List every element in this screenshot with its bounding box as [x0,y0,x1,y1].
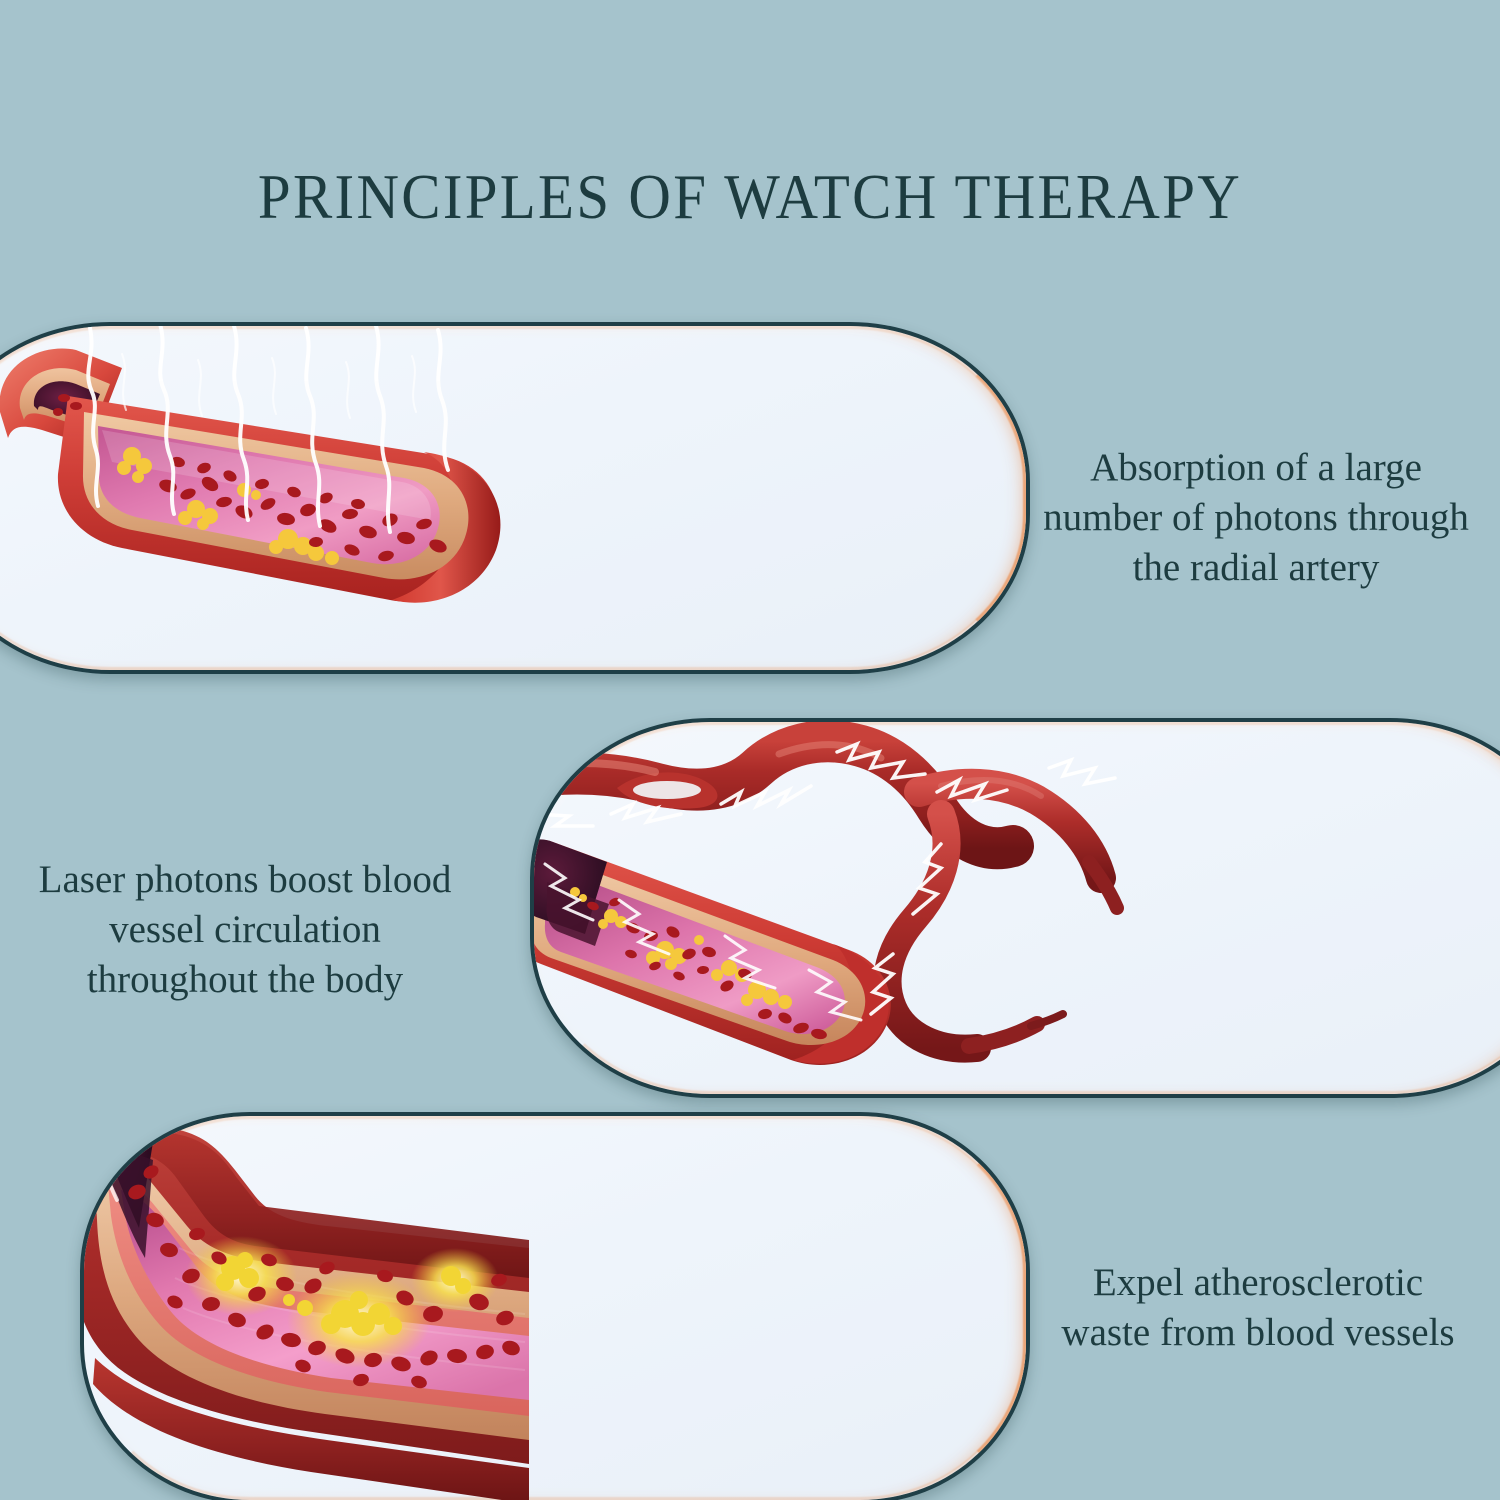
card-rim-accent-1 [0,326,1026,670]
card-inner-glow-2 [534,722,1500,1094]
step-card-3: 3 DISSOLVE AND DISCHARGE [80,1112,1030,1500]
step-card-1: 1 ABSORB PHOTONS [0,322,1030,674]
card-rim-accent-2 [534,722,1500,1094]
card-inner-glow-3 [84,1116,1026,1500]
step-card-2: 2 CIRCULATING BLOOD VESSELS [530,718,1500,1098]
illustration-branching-artery [534,722,1169,1094]
illustration-bent-vessel-plaque [84,1116,619,1500]
illustration-artery-cross-section [0,326,532,670]
step-caption-3: Expel atherosclerotic waste from blood v… [1061,1261,1455,1354]
card-inner-glow-1 [0,326,1026,670]
step-caption-1: Absorption of a large number of photons … [1043,446,1469,589]
page-title: PRINCIPLES OF WATCH THERAPY [257,161,1243,232]
card-rim-accent-3 [84,1116,1026,1500]
step-caption-2: Laser photons boost blood vessel circula… [38,858,452,1001]
